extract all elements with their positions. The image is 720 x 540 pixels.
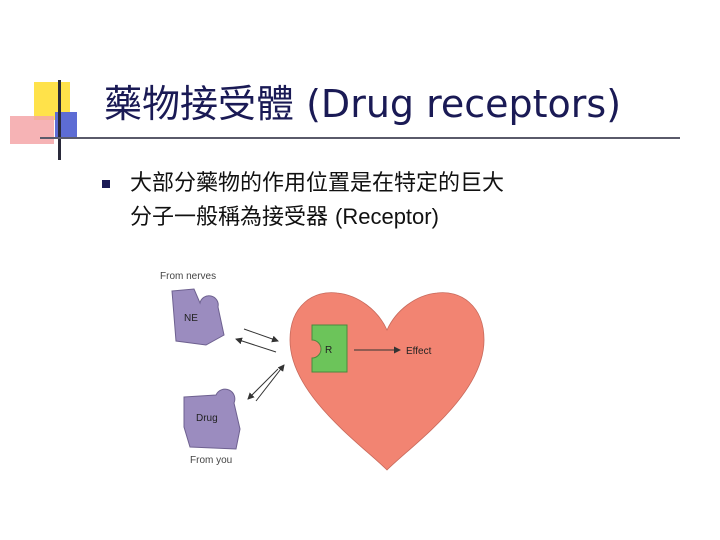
bullet-line-2-english: (Receptor): [335, 204, 439, 229]
from-nerves-label: From nerves: [160, 271, 216, 282]
drug-puzzle-piece: [183, 388, 241, 450]
slide-title: 藥物接受體 (Drug receptors): [104, 76, 621, 132]
title-underline: [40, 137, 680, 139]
bullet-line-1: 大部分藥物的作用位置是在特定的巨大: [130, 171, 505, 196]
receptor-site: [311, 324, 348, 373]
from-you-label: From you: [190, 455, 232, 466]
receptor-label: R: [325, 345, 332, 356]
drug-to-receptor-arrow: [255, 364, 285, 402]
title-chinese: 藥物接受體: [104, 82, 295, 126]
ne-puzzle-piece: [171, 288, 225, 346]
bullet-square-icon: [102, 180, 110, 188]
receptor-to-drug-arrow: [247, 368, 279, 400]
drug-label: Drug: [196, 413, 218, 424]
receptor-illustration: R Effect From nerves NE Drug From you: [160, 271, 485, 471]
bullet-text: 大部分藥物的作用位置是在特定的巨大 分子一般稱為接受器 (Receptor): [130, 167, 650, 234]
decor-vertical-line: [58, 80, 61, 160]
heart-shape: [289, 292, 485, 471]
bullet-line-2-chinese: 分子一般稱為接受器: [130, 205, 329, 230]
ne-label: NE: [184, 313, 198, 324]
receptor-to-ne-arrow: [235, 337, 277, 353]
decor-pink-block: [10, 116, 54, 144]
title-english: (Drug receptors): [306, 82, 622, 126]
ne-to-receptor-arrow: [243, 328, 279, 343]
effect-label: Effect: [406, 346, 432, 357]
bullet-line-2: 分子一般稱為接受器 (Receptor): [130, 200, 650, 234]
